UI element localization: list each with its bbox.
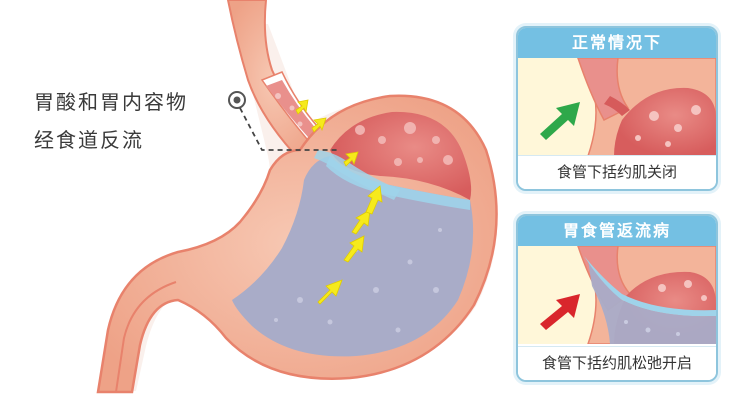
callout-pointer bbox=[228, 91, 338, 151]
reflux-arrow-6 bbox=[311, 117, 327, 133]
reflux-arrow-4 bbox=[365, 185, 383, 215]
panel-reflux-bubbles bbox=[658, 280, 707, 301]
panel-reflux-acid-bubbles bbox=[624, 320, 680, 336]
reflux-arrow-1 bbox=[317, 279, 343, 305]
target-dot-inner bbox=[233, 96, 241, 104]
reflux-arrow-5 bbox=[343, 151, 359, 167]
panel-reflux-acid bbox=[588, 260, 716, 344]
panel-normal-illustration bbox=[518, 58, 716, 156]
panel-normal-sphincter bbox=[604, 96, 630, 116]
acid-surface bbox=[326, 156, 470, 210]
panel-reflux-arrow bbox=[540, 294, 580, 330]
panel-reflux: 胃食管返流病 食管下括约肌松弛开启 bbox=[516, 214, 718, 382]
duodenum-edge bbox=[115, 281, 177, 393]
panel-normal-arrow bbox=[540, 102, 580, 140]
panel-reflux-illustration bbox=[518, 246, 716, 344]
panel-normal-caption: 食管下括约肌关闭 bbox=[518, 155, 716, 189]
panel-reflux-acid-surface bbox=[584, 256, 716, 317]
acid-bubbles bbox=[274, 228, 442, 333]
caption-line-1: 胃酸和胃内容物 bbox=[34, 90, 188, 114]
esophagus-bubbles bbox=[275, 93, 303, 127]
panel-reflux-title: 胃食管返流病 bbox=[518, 216, 716, 246]
panel-normal: 正常情况下 食管下括约肌关闭 bbox=[516, 26, 718, 191]
reflux-arrow-7 bbox=[295, 99, 309, 115]
panel-reflux-caption: 食管下括约肌松弛开启 bbox=[518, 346, 716, 380]
fundus-bubbles bbox=[355, 122, 453, 166]
callout-line bbox=[239, 107, 338, 151]
reflux-arrow-2 bbox=[343, 235, 365, 263]
caption-line-2: 经食道反流 bbox=[34, 128, 144, 152]
stomach-fundus bbox=[330, 111, 472, 200]
esophagus-inner-red bbox=[266, 80, 326, 148]
reflux-arrow-3 bbox=[351, 209, 371, 235]
panel-normal-title: 正常情况下 bbox=[518, 28, 716, 58]
reflux-arrows bbox=[295, 99, 383, 305]
panel-normal-bubbles bbox=[635, 105, 701, 147]
